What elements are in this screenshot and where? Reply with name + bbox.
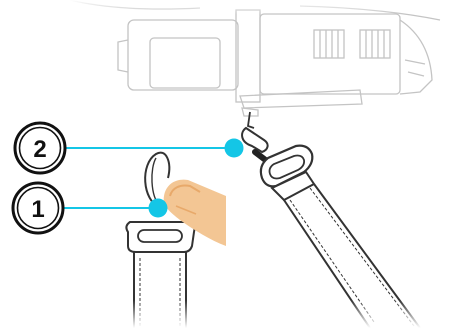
callout-number-1: 1 [31,196,44,223]
callout-badge-1: 1 [13,183,63,233]
leader-dot-2 [225,139,244,158]
leader-dot-1 [149,199,168,218]
callout-badge-2: 2 [15,123,65,173]
camera-body [70,0,440,116]
callout-number-2: 2 [33,136,46,163]
